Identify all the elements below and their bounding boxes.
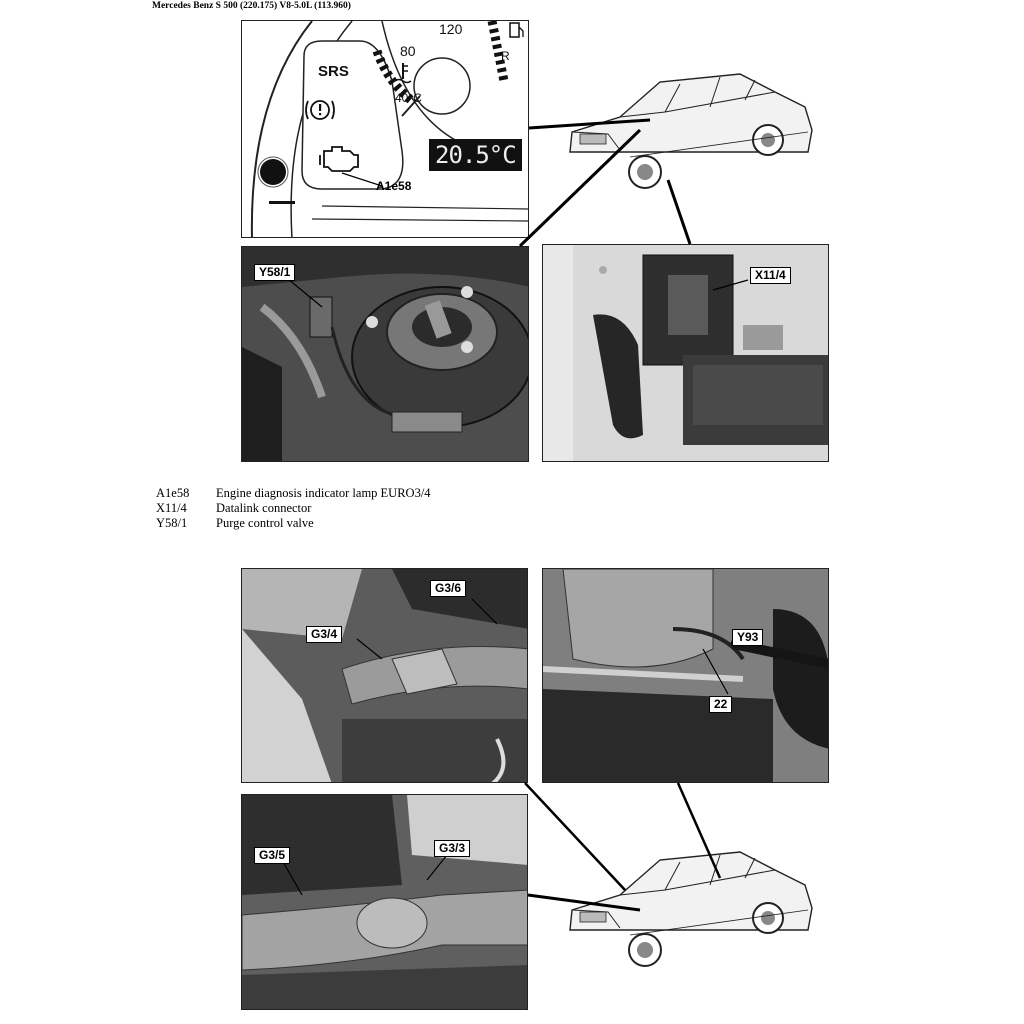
legend-description: Engine diagnosis indicator lamp EURO3/4 — [216, 486, 431, 500]
speed-120-label: 120 — [439, 21, 463, 37]
exhaust-front-drawing — [242, 569, 527, 782]
fuel-pump-icon — [509, 22, 524, 38]
callout-g3-4: G3/4 — [306, 626, 343, 643]
engine-bay-drawing — [242, 247, 528, 461]
exhaust-rear-photo: G3/5 G3/3 — [241, 794, 528, 1010]
instrument-cluster-drawing — [250, 21, 528, 237]
exhaust-front-photo: G3/6 G3/4 — [241, 568, 528, 783]
callout-y58-1: Y58/1 — [254, 264, 296, 281]
engine-bay-photo: Y58/1 — [241, 246, 529, 462]
instrument-cluster-panel: SRS 80 120 40°C R 20.5°C A1e58 — [241, 20, 529, 238]
callout-g3-3: G3/3 — [434, 840, 471, 857]
datalink-connector-photo: X11/4 — [542, 244, 829, 462]
callout-g3-5: G3/5 — [254, 847, 291, 864]
car-illustration-icon — [569, 851, 813, 967]
legend-row: A1e58 Engine diagnosis indicator lamp EU… — [156, 486, 431, 501]
underbody-drawing — [543, 569, 828, 782]
speed-80-label: 80 — [400, 43, 416, 59]
legend-list: A1e58 Engine diagnosis indicator lamp EU… — [156, 486, 431, 531]
lcd-temperature-display: 20.5°C — [429, 139, 522, 171]
srs-label: SRS — [318, 63, 349, 80]
exhaust-rear-drawing — [242, 795, 527, 1009]
underbody-photo: Y93 22 — [542, 568, 829, 783]
callout-x11-4: X11/4 — [750, 267, 791, 284]
coolant-temperature-icon — [394, 63, 412, 84]
legend-code: Y58/1 — [156, 516, 188, 530]
callout-a1e58: A1e58 — [376, 179, 412, 193]
legend-description: Datalink connector — [216, 501, 312, 515]
callout-y93: Y93 — [732, 629, 764, 646]
callout-22: 22 — [709, 696, 733, 713]
page-title: Mercedes Benz S 500 (220.175) V8-5.0L (1… — [152, 1, 351, 11]
legend-row: X11/4 Datalink connector — [156, 501, 431, 516]
callout-g3-6: G3/6 — [430, 580, 467, 597]
temp-40-label: 40°C — [395, 91, 422, 105]
legend-description: Purge control valve — [216, 516, 314, 530]
legend-code: X11/4 — [156, 501, 187, 515]
legend-row: Y58/1 Purge control valve — [156, 516, 431, 531]
check-engine-icon — [319, 146, 359, 172]
legend-code: A1e58 — [156, 486, 190, 500]
fuel-reserve-label: R — [501, 49, 510, 63]
airbag-warning-icon — [305, 100, 335, 120]
car-illustration-icon — [569, 73, 813, 189]
